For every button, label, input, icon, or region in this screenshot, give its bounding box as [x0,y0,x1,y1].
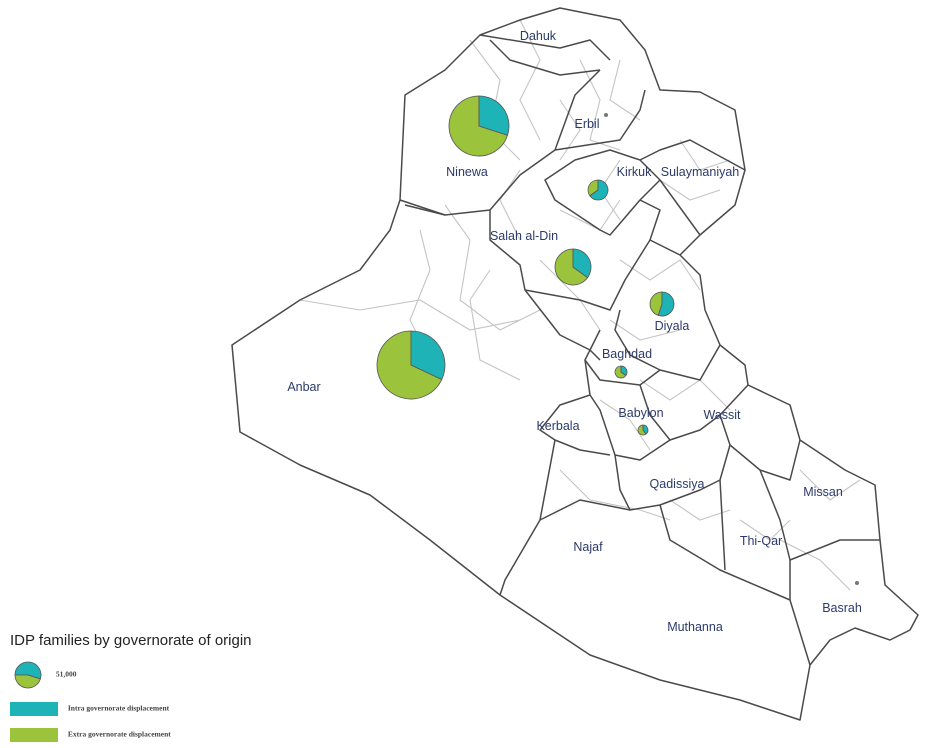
legend-size-pie-icon [14,661,42,689]
governorate-label-erbil: Erbil [574,117,599,131]
pie-ninewa [448,95,510,157]
governorate-label-anbar: Anbar [287,380,320,394]
governorate-label-dahuk: Dahuk [520,29,557,43]
pie-diyala-intra-slice [657,291,675,317]
governorate-label-ninewa: Ninewa [446,165,488,179]
legend-intra-swatch [10,702,58,716]
pie-babylon [637,424,649,436]
legend-title: IDP families by governorate of origin [10,632,252,649]
pie-salah-al-din [554,248,592,286]
governorate-label-thi-qar: Thi-Qar [740,534,782,548]
iraq-outline [231,7,919,721]
legend-extra-row: Extra governorate displacement [10,728,171,742]
governorate-label-muthanna: Muthanna [667,620,723,634]
legend-extra-label: Extra governorate displacement [67,729,171,739]
pie-baghdad-intra-slice [620,365,628,377]
governorate-label-diyala: Diyala [655,319,690,333]
district-boundaries [299,19,861,591]
legend-intra-label: Intra governorate displacement [67,703,170,713]
governorate-label-wassit: Wassit [703,408,741,422]
governorate-label-babylon: Babylon [618,406,663,420]
governorate-label-sulaymaniyah: Sulaymaniyah [661,165,740,179]
pie-salah-al-din-intra-slice [572,248,592,279]
governorate-label-basrah: Basrah [822,601,862,615]
legend-size-label: 51,000 [55,669,77,679]
pie-diyala-extra-slice [649,291,663,316]
governorate-label-kerbala: Kerbala [536,419,579,433]
pie-salah-al-din-extra-slice [554,248,589,286]
governorate-label-qadissiya: Qadissiya [650,477,705,491]
pie-ninewa-extra-slice [448,95,509,157]
governorate-label-najaf: Najaf [573,540,603,554]
legend-size-row: 51,000 [10,660,77,690]
governorate-label-missan: Missan [803,485,843,499]
pie-kirkuk-intra-slice [589,179,609,201]
pie-symbols [376,95,675,436]
pie-baghdad [614,365,628,379]
legend-intra-row: Intra governorate displacement [10,702,169,716]
pie-baghdad-extra-slice [614,365,627,379]
pie-anbar-intra-slice [410,330,446,381]
location-dot-1 [855,581,859,585]
governorate-label-kirkuk: Kirkuk [617,165,652,179]
location-dot-0 [604,113,608,117]
governorate-label-salah-al-din: Salah al-Din [490,229,558,243]
pie-kirkuk-extra-slice [587,179,599,197]
legend-extra-swatch [10,728,58,742]
legend-pie-extra [14,674,41,689]
governorate-label-baghdad: Baghdad [602,347,652,361]
pie-anbar [376,330,446,400]
pie-babylon-intra-slice [642,424,649,435]
pie-kirkuk [587,179,609,201]
legend: IDP families by governorate of origin 51… [8,630,328,748]
governorate-boundaries [231,7,919,721]
pie-babylon-extra-slice [637,424,647,436]
pie-diyala [649,291,675,317]
pie-ninewa-intra-slice [478,95,510,136]
pie-anbar-extra-slice [376,330,443,400]
